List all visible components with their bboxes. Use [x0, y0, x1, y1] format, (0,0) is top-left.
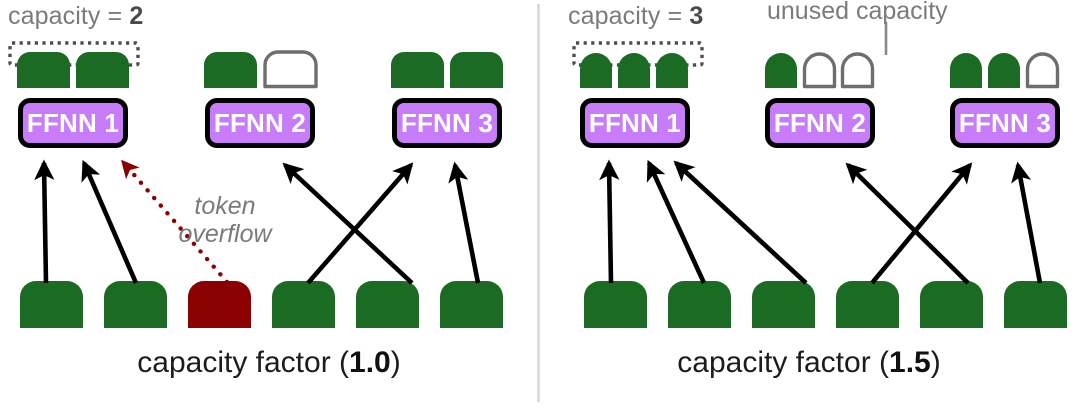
token-overflow-line-2: overflow [178, 220, 272, 248]
expert-box-ffnn-1[interactable]: FFNN 1 [18, 98, 128, 148]
expert-label: FFNN 2 [213, 107, 307, 138]
unused-capacity-label: unused capacity [767, 0, 948, 25]
token-chip [440, 281, 503, 328]
route-arrow [870, 162, 973, 285]
slot-filled [950, 53, 982, 88]
caption-left: capacity factor (1.0) [0, 346, 538, 380]
slot-empty [802, 52, 837, 89]
route-arrow [448, 161, 481, 284]
capacity-label-left: capacity = 2 [8, 2, 143, 31]
slot-filled [618, 53, 650, 88]
expert-box-ffnn-3[interactable]: FFNN 3 [950, 98, 1060, 148]
expert-box-ffnn-2[interactable]: FFNN 2 [765, 98, 875, 148]
slot-filled [450, 52, 503, 88]
route-arrow [282, 162, 414, 285]
token-chip [920, 281, 983, 328]
slot-filled [580, 53, 612, 88]
expert-box-ffnn-3[interactable]: FFNN 3 [392, 98, 502, 148]
token-chip [104, 281, 167, 328]
capacity-label-left-prefix: capacity = [8, 2, 130, 30]
token-chip [668, 281, 731, 328]
expert-box-ffnn-1[interactable]: FFNN 1 [580, 98, 690, 148]
capacity-label-right-value: 3 [689, 2, 704, 30]
caption-right-suffix: ) [930, 346, 941, 379]
token-chip [356, 281, 419, 328]
caption-left-suffix: ) [390, 346, 401, 379]
expert-label: FFNN 3 [958, 107, 1052, 138]
slot-empty [1025, 52, 1060, 89]
token-chip [836, 281, 899, 328]
token-chip [752, 281, 815, 328]
token-overflow-annotation: token overflow [155, 192, 295, 248]
route-arrow-overflow [120, 159, 230, 285]
capacity-label-right: capacity = 3 [568, 2, 703, 31]
expert-box-ffnn-2[interactable]: FFNN 2 [205, 98, 315, 148]
slot-empty [840, 52, 875, 89]
token-chip [20, 281, 83, 328]
expert-label: FFNN 1 [588, 107, 682, 138]
route-arrow [646, 159, 707, 284]
capacity-label-left-value: 2 [129, 2, 144, 30]
route-arrow [599, 159, 620, 284]
caption-left-prefix: capacity factor ( [137, 346, 350, 379]
slot-filled [76, 52, 129, 88]
route-arrow [673, 160, 808, 285]
unused-capacity-leader-line [872, 54, 886, 56]
caption-right: capacity factor (1.5) [540, 346, 1078, 380]
slot-filled [391, 52, 444, 88]
expert-label: FFNN 1 [26, 107, 120, 138]
slot-empty [263, 50, 318, 89]
route-arrow [1011, 161, 1043, 284]
token-chip [1004, 281, 1067, 328]
caption-left-value: 1.0 [349, 346, 391, 379]
token-overflow-line-1: token [194, 192, 256, 220]
capacity-label-right-prefix: capacity = [568, 2, 690, 30]
caption-right-prefix: capacity factor ( [677, 346, 890, 379]
slot-filled [204, 52, 257, 88]
caption-right-value: 1.5 [889, 346, 931, 379]
expert-label: FFNN 3 [400, 107, 494, 138]
route-arrow [81, 159, 139, 284]
expert-label: FFNN 2 [773, 107, 867, 138]
token-chip [272, 281, 335, 328]
route-arrow [306, 162, 414, 285]
capacity-bracket-left [8, 41, 140, 67]
token-chip-overflow [188, 281, 251, 328]
slot-filled [656, 53, 688, 88]
token-chip [584, 281, 647, 328]
slot-filled [17, 52, 70, 88]
slot-filled [765, 53, 797, 88]
slot-filled [988, 53, 1020, 88]
capacity-bracket-right [572, 41, 704, 67]
route-arrow [34, 159, 55, 284]
route-arrow [845, 162, 970, 285]
